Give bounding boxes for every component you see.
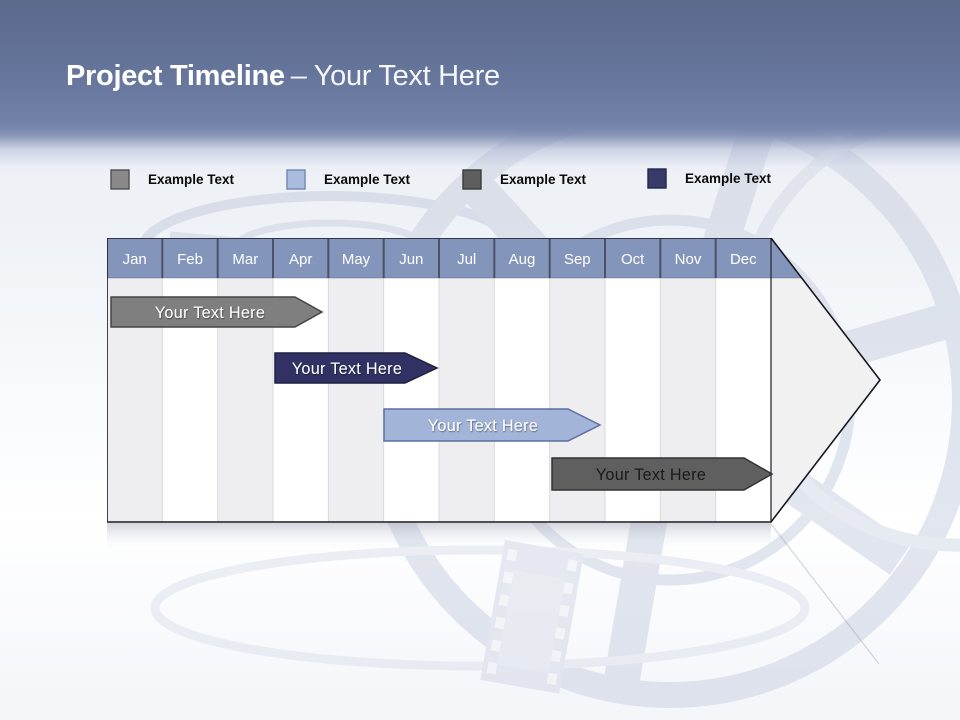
gantt-bar-2: Your Text Here xyxy=(274,352,439,384)
gantt-bar-1: Your Text Here xyxy=(110,296,324,328)
gantt-bar-label: Your Text Here xyxy=(292,360,402,378)
legend-label: Example Text xyxy=(685,171,772,186)
month-label: Jan xyxy=(123,251,147,268)
title-main: Project Timeline xyxy=(66,60,285,92)
month-label: Jul xyxy=(457,251,476,268)
month-label: Jun xyxy=(399,251,423,268)
timeline-reflection xyxy=(107,523,880,665)
month-label: May xyxy=(342,251,371,268)
month-label: Feb xyxy=(177,251,203,268)
gantt-bar-label: Your Text Here xyxy=(155,304,265,322)
legend-item: Example Text xyxy=(286,169,410,190)
legend-item: Example Text xyxy=(110,169,234,190)
legend-item: Example Text xyxy=(647,168,771,189)
legend-swatch xyxy=(286,169,306,190)
month-label: Apr xyxy=(289,251,312,268)
month-label: Nov xyxy=(675,251,702,268)
legend-item: Example Text xyxy=(462,169,586,190)
legend-swatch xyxy=(647,168,667,189)
legend-label: Example Text xyxy=(324,172,411,187)
title-suffix: – Your Text Here xyxy=(290,60,500,92)
month-label: Sep xyxy=(564,251,591,268)
gantt-bar-label: Your Text Here xyxy=(428,417,538,435)
page-title: Project Timeline– Your Text Here xyxy=(66,60,500,93)
month-label: Dec xyxy=(730,251,757,268)
gantt-bar-4: Your Text Here xyxy=(551,457,774,491)
legend-swatch xyxy=(110,169,130,190)
gantt-bar-label: Your Text Here xyxy=(596,466,706,484)
timeline-arrow: Jan Feb Mar Apr May Jun Jul Aug Sep Oct … xyxy=(106,237,882,523)
legend-label: Example Text xyxy=(148,172,235,187)
legend-label: Example Text xyxy=(500,172,587,187)
month-label: Aug xyxy=(509,251,536,268)
legend-swatch xyxy=(462,169,482,190)
month-label: Mar xyxy=(232,251,258,268)
gantt-bar-3: Your Text Here xyxy=(383,408,602,442)
month-label: Oct xyxy=(621,251,645,268)
